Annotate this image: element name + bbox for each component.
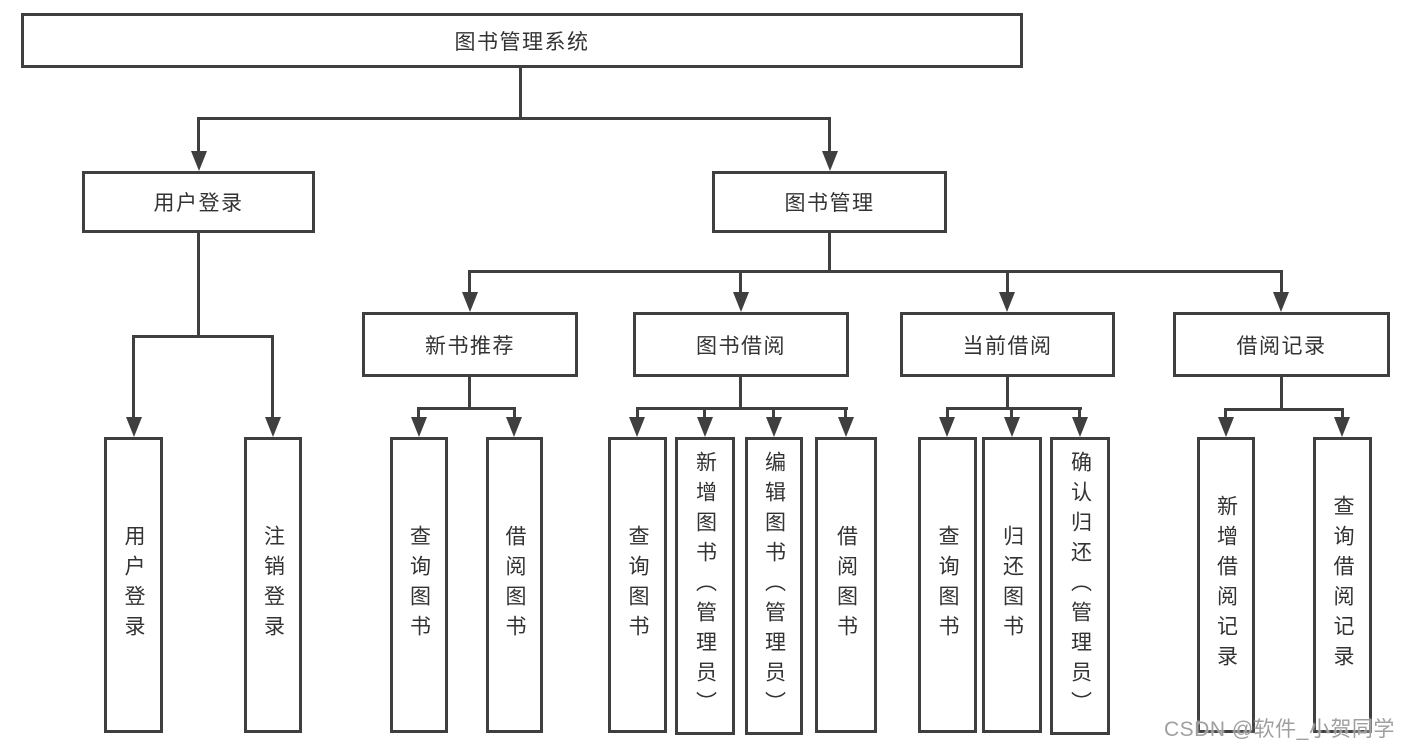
connector-line: [828, 117, 831, 155]
arrow-down-icon: [1072, 417, 1088, 437]
arrow-down-icon: [629, 417, 645, 437]
arrow-down-icon: [506, 417, 522, 437]
connector-line: [828, 233, 831, 270]
node-nbr-borrow-book: 借阅图书: [486, 437, 543, 733]
connector-line: [271, 335, 274, 420]
node-cb-confirm-return-label: 确认归还（管理员）: [1068, 451, 1092, 721]
connector-line: [739, 377, 742, 407]
connector-line: [1006, 270, 1009, 295]
node-logout: 注销登录: [244, 437, 302, 733]
connector-line: [468, 270, 471, 295]
node-user-login-label: 用户登录: [153, 192, 244, 215]
arrow-down-icon: [191, 151, 207, 171]
arrow-down-icon: [1273, 292, 1289, 312]
node-logout-label: 注销登录: [261, 525, 285, 645]
node-nbr-query-book-label: 查询图书: [407, 525, 431, 645]
connector-line: [1006, 377, 1009, 407]
connector-line: [197, 233, 200, 335]
arrow-down-icon: [939, 417, 955, 437]
arrow-down-icon: [999, 292, 1015, 312]
node-current-borrow-label: 当前借阅: [962, 334, 1053, 358]
arrow-down-icon: [126, 417, 142, 437]
node-book-mgmt-label: 图书管理: [784, 192, 875, 215]
node-cb-confirm-return: 确认归还（管理员）: [1050, 437, 1110, 735]
arrow-down-icon: [697, 417, 713, 437]
arrow-down-icon: [766, 417, 782, 437]
node-br-add-record: 新增借阅记录: [1197, 437, 1255, 733]
connector-line: [468, 377, 471, 407]
node-book-borrow: 图书借阅: [633, 312, 849, 377]
arrow-down-icon: [733, 292, 749, 312]
node-cb-return-book-label: 归还图书: [1000, 525, 1024, 645]
node-cb-return-book: 归还图书: [982, 437, 1042, 733]
connector-line: [703, 407, 706, 419]
connector-line: [1280, 377, 1283, 408]
connector-line: [468, 270, 1283, 273]
node-cb-query-book: 查询图书: [918, 437, 977, 733]
node-root-label: 图书管理系统: [454, 30, 590, 54]
connector-line: [1280, 270, 1283, 295]
connector-line: [1010, 407, 1013, 419]
node-cb-query-book-label: 查询图书: [936, 525, 959, 645]
node-br-add-record-label: 新增借阅记录: [1214, 495, 1238, 675]
node-bb-edit-book-label: 编辑图书（管理员）: [762, 451, 786, 721]
connector-line: [519, 68, 522, 118]
connector-line: [946, 407, 949, 419]
node-borrow-records: 借阅记录: [1173, 312, 1390, 377]
connector-line: [197, 117, 200, 155]
node-nbr-borrow-book-label: 借阅图书: [503, 525, 526, 645]
connector-line: [197, 117, 831, 120]
connector-line: [417, 407, 516, 410]
node-book-mgmt: 图书管理: [712, 171, 947, 233]
node-login-label: 用户登录: [122, 525, 145, 645]
connector-line: [636, 407, 639, 419]
node-login: 用户登录: [104, 437, 163, 733]
connector-line: [1341, 408, 1344, 419]
connector-line: [739, 270, 742, 295]
connector-line: [1078, 407, 1081, 419]
node-br-query-record-label: 查询借阅记录: [1331, 495, 1354, 675]
node-book-borrow-label: 图书借阅: [696, 334, 786, 358]
node-bb-borrow-book-label: 借阅图书: [834, 525, 858, 645]
node-root: 图书管理系统: [21, 13, 1023, 68]
node-bb-borrow-book: 借阅图书: [815, 437, 877, 733]
connector-line: [1224, 408, 1227, 419]
node-br-query-record: 查询借阅记录: [1313, 437, 1372, 733]
node-user-login: 用户登录: [82, 171, 315, 233]
connector-line: [844, 407, 847, 419]
arrow-down-icon: [265, 417, 281, 437]
connector-line: [946, 407, 1082, 410]
arrow-down-icon: [838, 417, 854, 437]
connector-line: [772, 407, 775, 419]
node-current-borrow: 当前借阅: [900, 312, 1115, 377]
arrow-down-icon: [411, 417, 427, 437]
node-bb-add-book: 新增图书（管理员）: [675, 437, 735, 735]
node-new-book-rec: 新书推荐: [362, 312, 578, 377]
node-new-book-rec-label: 新书推荐: [425, 334, 515, 358]
arrow-down-icon: [1218, 417, 1234, 437]
arrow-down-icon: [822, 151, 838, 171]
connector-line: [132, 335, 135, 420]
connector-line: [636, 407, 848, 410]
arrow-down-icon: [1334, 417, 1350, 437]
node-bb-add-book-label: 新增图书（管理员）: [693, 451, 717, 721]
node-nbr-query-book: 查询图书: [390, 437, 448, 733]
connector-line: [1224, 408, 1344, 411]
arrow-down-icon: [462, 292, 478, 312]
node-bb-edit-book: 编辑图书（管理员）: [745, 437, 803, 735]
connector-line: [513, 407, 516, 419]
node-bb-query-book-label: 查询图书: [626, 525, 649, 645]
watermark-text: CSDN @软件_小贺同学: [1164, 718, 1395, 741]
node-borrow-records-label: 借阅记录: [1236, 334, 1327, 358]
connector-line: [417, 407, 420, 419]
node-bb-query-book: 查询图书: [608, 437, 667, 733]
connector-line: [132, 335, 274, 338]
arrow-down-icon: [1004, 417, 1020, 437]
